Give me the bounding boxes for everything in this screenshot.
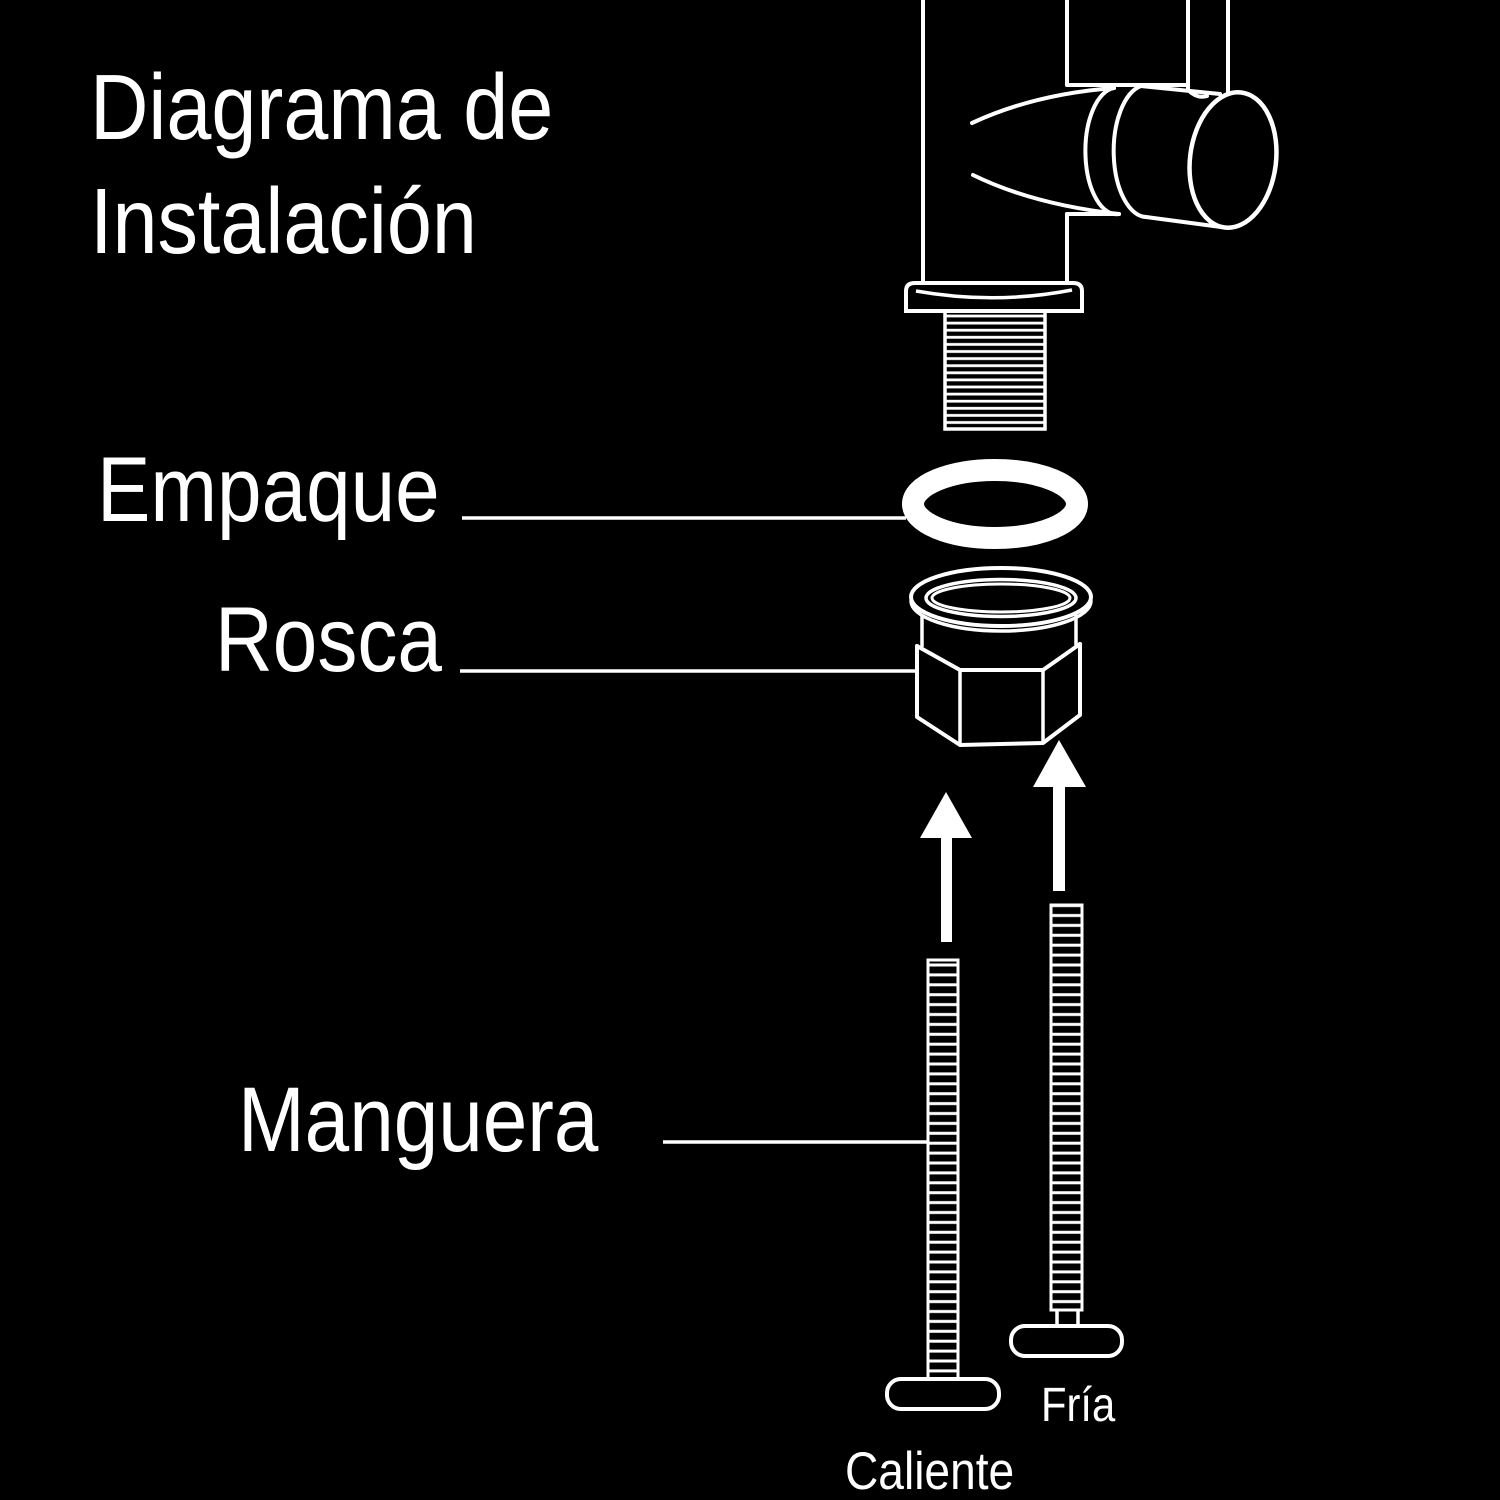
cold-hose-neck [1055, 1310, 1080, 1326]
faucet-handle [970, 84, 1279, 230]
faucet-body [921, 0, 1230, 285]
hot-hose-braid [926, 958, 960, 1381]
up-arrow-left [920, 792, 972, 942]
page-title-line-2: Instalación [90, 169, 477, 273]
cold-hose-fitting [1009, 1324, 1124, 1358]
label-rosca: Rosca [215, 589, 442, 691]
gasket-o-ring [902, 459, 1088, 549]
hot-hose-fitting [885, 1377, 1001, 1411]
cold-hose [1009, 903, 1124, 1358]
leader-lines [460, 516, 928, 1144]
cold-hose-braid [1049, 903, 1084, 1312]
up-arrows [920, 740, 1086, 942]
label-caliente: Caliente [845, 1442, 1015, 1500]
label-manguera: Manguera [238, 1069, 599, 1171]
page-title: Diagrama de Instalación [90, 50, 553, 278]
hot-hose [885, 958, 1001, 1411]
label-empaque: Empaque [97, 439, 440, 541]
up-arrow-right [1033, 740, 1086, 891]
handle-end-cap [1187, 90, 1279, 230]
threaded-shank [943, 309, 1047, 431]
label-fria: Fría [1041, 1379, 1116, 1432]
faucet-base-flange [904, 281, 1084, 313]
page-title-line-1: Diagrama de [90, 55, 554, 159]
mounting-nut [909, 566, 1093, 747]
